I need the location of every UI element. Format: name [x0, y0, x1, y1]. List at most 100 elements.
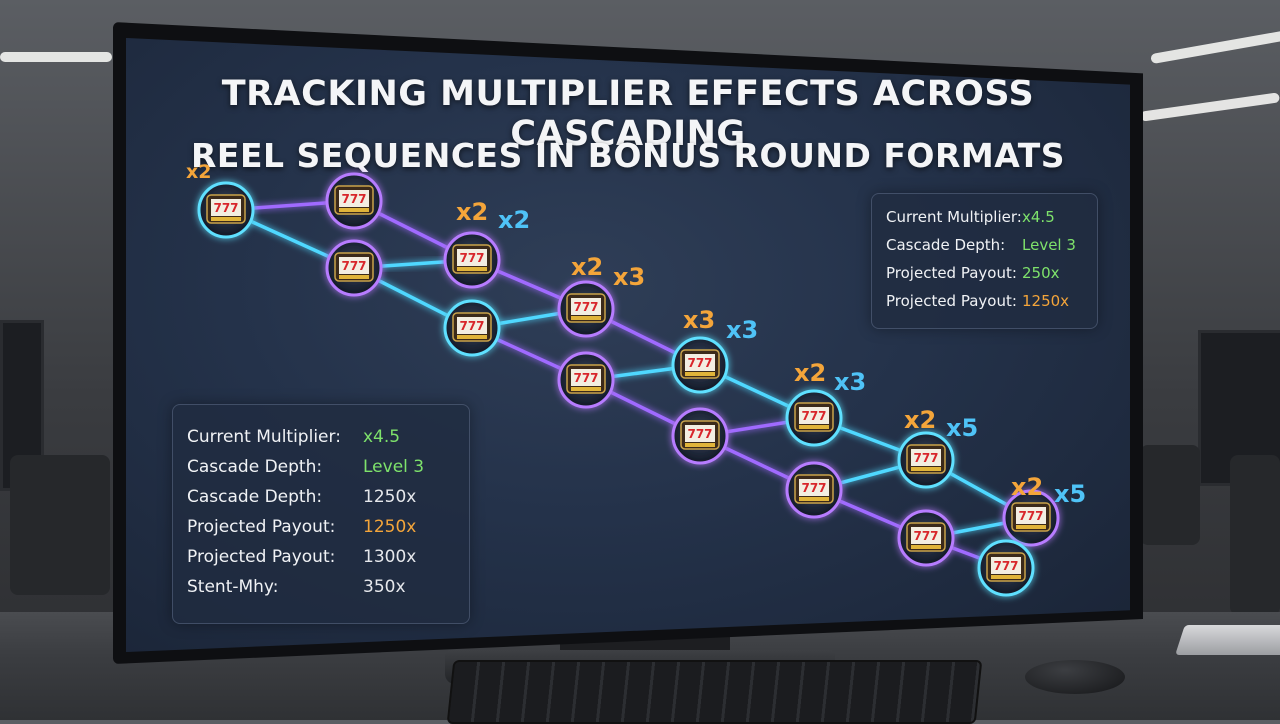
stat-label: Cascade Depth: [187, 487, 323, 507]
stat-label: Projected Payout: [886, 264, 1017, 282]
stat-label: Cascade Depth: [187, 457, 323, 477]
slot-reel-window [457, 249, 487, 266]
ceiling-light [1150, 29, 1280, 65]
reel-node: 777 [785, 389, 843, 447]
slot-reel-window [339, 190, 369, 207]
slot-reel-window [911, 449, 941, 466]
multiplier-labels: x2 x2 x2 x2 x3 x3 x3 x2 x3 x2 x5 x2 x5 [186, 161, 1086, 508]
stat-value: 1250x [1022, 292, 1070, 310]
ceiling-light [0, 52, 112, 62]
stat-label: Current Multiplier: [886, 208, 1022, 226]
background-chair [10, 455, 110, 595]
mouse [1025, 660, 1125, 694]
stat-label: Stent-Mhy: [187, 577, 279, 597]
multiplier-label: x5 [946, 414, 978, 442]
reel-node: 777 [443, 299, 501, 357]
reel-node: 777 [325, 239, 383, 297]
slot-reel-window [571, 369, 601, 386]
multiplier-label: x3 [726, 316, 758, 344]
reel-node: 777 [671, 407, 729, 465]
reel-symbol-777: 777 [213, 201, 238, 215]
multiplier-label: x3 [834, 368, 866, 396]
slot-tray [457, 335, 487, 339]
reel-node: 777 [443, 231, 501, 289]
stat-label: Projected Payout: [187, 517, 336, 537]
bottom-stats-panel: Current Multiplier: x4.5 Cascade Depth: … [172, 404, 470, 624]
monitor-screen: TRACKING MULTIPLIER EFFECTS ACROSS CASCA… [126, 38, 1130, 652]
reel-node: 777 [1002, 489, 1060, 547]
multiplier-label: x2 [1011, 473, 1043, 501]
multiplier-label: x2 [904, 406, 936, 434]
reel-symbol-777: 777 [687, 356, 712, 370]
stat-value: Level 3 [1022, 236, 1076, 254]
stat-value: 1250x [363, 517, 417, 537]
slot-tray [571, 387, 601, 391]
slot-reel-window [571, 298, 601, 315]
slot-reel-window [799, 407, 829, 424]
stat-value: Level 3 [363, 457, 425, 477]
stat-value: x4.5 [363, 427, 401, 447]
slot-tray [799, 497, 829, 501]
slot-tray [457, 267, 487, 271]
background-chair [1230, 455, 1280, 615]
slot-reel-window [211, 199, 241, 216]
reel-symbol-777: 777 [341, 259, 366, 273]
slot-tray [911, 545, 941, 549]
multiplier-label: x2 [571, 253, 603, 281]
slot-reel-window [799, 479, 829, 496]
reel-symbol-777: 777 [801, 409, 826, 423]
stat-value: 1300x [363, 547, 417, 567]
multiplier-label: x2 [498, 206, 530, 234]
reel-node: 777 [897, 431, 955, 489]
stat-label: Current Multiplier: [187, 427, 341, 447]
title-line-2: REEL SEQUENCES IN BONUS ROUND FORMATS [191, 136, 1065, 175]
title-line-1: TRACKING MULTIPLIER EFFECTS ACROSS CASCA… [221, 74, 1035, 154]
keyboard [446, 660, 983, 724]
slot-reel-window [1016, 507, 1046, 524]
multiplier-label: x3 [683, 306, 715, 334]
slot-reel-window [911, 527, 941, 544]
slot-tray [685, 372, 715, 376]
reel-symbol-777: 777 [913, 529, 938, 543]
cascade-diagram: 7777777777777777777777777777777777777777… [186, 161, 1086, 597]
stat-label: Cascade Depth: [886, 236, 1006, 254]
reel-symbol-777: 777 [573, 300, 598, 314]
reel-symbol-777: 777 [573, 371, 598, 385]
multiplier-label: x5 [1054, 480, 1086, 508]
reel-symbol-777: 777 [459, 319, 484, 333]
slot-tray [211, 217, 241, 221]
slot-tray [1016, 525, 1046, 529]
reel-node: 777 [897, 509, 955, 567]
cascade-nodes: 7777777777777777777777777777777777777777… [197, 172, 1060, 597]
slot-reel-window [685, 425, 715, 442]
stat-value: 250x [1022, 264, 1060, 282]
reel-node: 777 [785, 461, 843, 519]
stat-label: Projected Payout: [886, 292, 1017, 310]
reel-symbol-777: 777 [801, 481, 826, 495]
reel-node: 777 [197, 181, 255, 239]
stat-value: x4.5 [1022, 208, 1055, 226]
stat-value: 1250x [363, 487, 417, 507]
stat-label: Projected Payout: [187, 547, 336, 567]
slot-tray [339, 275, 369, 279]
slot-tray [571, 316, 601, 320]
multiplier-label: x3 [613, 263, 645, 291]
multiplier-label: x2 [186, 161, 211, 183]
slot-tray [339, 208, 369, 212]
slot-reel-window [991, 557, 1021, 574]
reel-symbol-777: 777 [459, 251, 484, 265]
multiplier-label: x2 [794, 359, 826, 387]
reel-node: 777 [325, 172, 383, 230]
top-stats-panel: Current Multiplier: x4.5 Cascade Depth: … [871, 193, 1098, 329]
reel-symbol-777: 777 [687, 427, 712, 441]
reel-node: 777 [557, 280, 615, 338]
reel-node: 777 [977, 539, 1035, 597]
slot-tray [991, 575, 1021, 579]
slot-tray [911, 467, 941, 471]
multiplier-label: x2 [456, 198, 488, 226]
reel-symbol-777: 777 [341, 192, 366, 206]
ceiling-light [1139, 92, 1280, 122]
stat-value: 350x [363, 577, 406, 597]
slot-tray [799, 425, 829, 429]
slot-tray [685, 443, 715, 447]
